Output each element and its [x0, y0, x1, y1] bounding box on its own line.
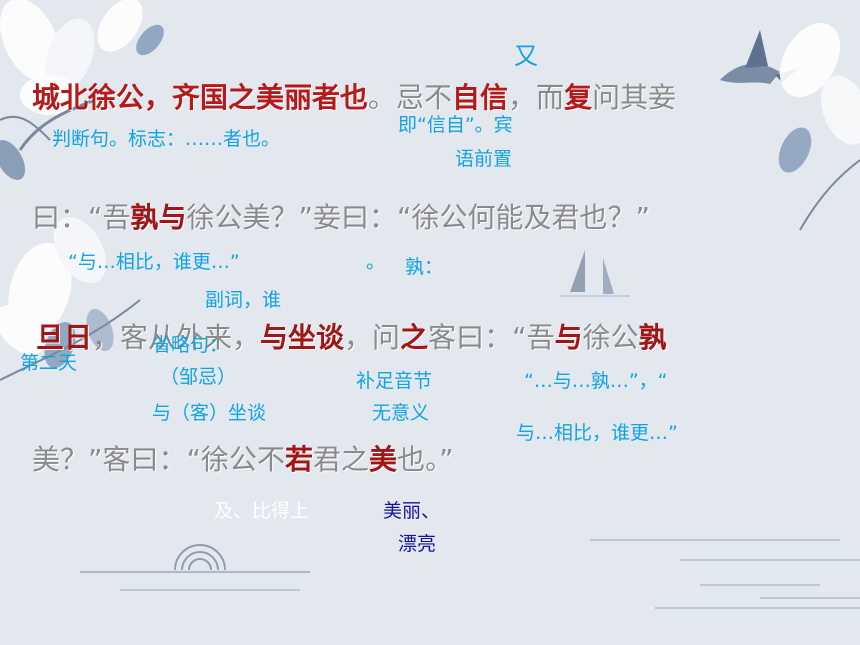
text-line-2: 曰：“吾孰与徐公美？”妾曰：“徐公何能及君也？” [32, 204, 650, 232]
magnolia-flower-icon [0, 216, 141, 381]
line4-highlight-mei: 美 [369, 443, 398, 476]
annotation-dot: 。 [366, 251, 386, 273]
annotation-wuyi: 无意义 [372, 402, 430, 424]
line2-text: 徐公美？”妾曰：“徐公何能及君也？” [186, 201, 651, 234]
decorative-lines [590, 539, 860, 609]
semicircle-arcs-icon [80, 544, 310, 591]
line3-text: ，客从外来， [92, 321, 261, 354]
line1-highlight-subject: 城北徐公，齐国之美丽者也 [32, 81, 369, 114]
annotation-yu-ke: 与（客）坐谈 [152, 402, 267, 424]
text-line-3: 旦日，客从外来，与坐谈，问之客曰：“吾与徐公孰 [36, 324, 667, 352]
line3-text: ，问 [344, 321, 401, 354]
text-line-4: 美？”客曰：“徐公不若君之美也。” [32, 446, 454, 474]
line3-text: 客曰：“吾 [428, 321, 555, 354]
line1-highlight-fu: 复 [564, 81, 593, 114]
line2-text: 曰：“吾 [32, 201, 131, 234]
line1-text: ，而 [508, 81, 565, 114]
line3-text: 徐公 [582, 321, 639, 354]
sailboat-icon [560, 250, 630, 297]
annotation-yu-shu: “…与…孰…”，“ [524, 370, 668, 392]
line1-text: 问其妾 [592, 81, 677, 114]
annotation-ji-xinzi: 即“信自”。宾 [398, 114, 513, 136]
magnolia-flower-icon [0, 0, 164, 180]
annotation-ji-bi: 及、比得上 [214, 500, 310, 522]
line4-text: 美？”客曰：“徐公不 [32, 443, 286, 476]
text-line-1: 城北徐公，齐国之美丽者也。忌不自信，而复问其妾 [32, 84, 676, 112]
annotation-piaoliang: 漂亮 [398, 533, 437, 555]
line4-text: 也。” [397, 443, 454, 476]
annotation-you: 又 [514, 42, 538, 70]
annotation-buzu: 补足音节 [356, 370, 433, 392]
annotation-panduan: 判断句。标志：……者也。 [52, 128, 281, 150]
magnolia-flower-icon [778, 23, 860, 231]
annotation-shu: 孰： [405, 256, 444, 278]
annotation-dier: 第二天 [20, 352, 78, 374]
line4-text: 君之 [313, 443, 370, 476]
line2-highlight-shuyu: 孰与 [130, 201, 187, 234]
annotation-yuqian: 语前置 [455, 148, 513, 170]
line4-highlight-ruo: 若 [285, 443, 314, 476]
annotation-zouji: （邹忌） [160, 366, 237, 388]
line3-highlight-yuzuotan: 与坐谈 [260, 321, 345, 354]
annotation-yu-bi: “与…相比，谁更…” [68, 251, 240, 273]
line3-highlight-yu: 与 [554, 321, 583, 354]
line1-highlight-zixin: 自信 [452, 81, 509, 114]
line3-highlight-zhi: 之 [400, 321, 429, 354]
line3-highlight-danri: 旦日 [36, 321, 93, 354]
line1-text: 。忌不 [368, 81, 453, 114]
annotation-meili: 美丽、 [383, 500, 441, 522]
annotation-yu-xiangbi: 与…相比，谁更…” [516, 422, 678, 444]
line3-highlight-shu: 孰 [638, 321, 667, 354]
annotation-shenglue: 省略句： [152, 334, 229, 356]
annotation-fuci: 副词，谁 [205, 289, 282, 311]
